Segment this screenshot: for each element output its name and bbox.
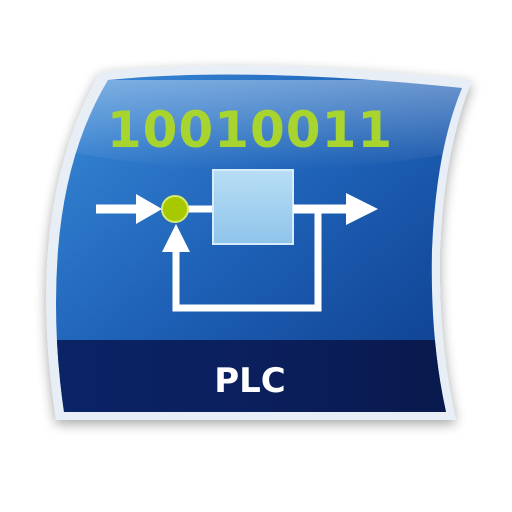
input-arrow-icon: [96, 194, 162, 224]
summing-node: [161, 195, 189, 223]
process-block: [212, 169, 294, 245]
feedback-loop: [172, 209, 322, 312]
caption-band: [56, 340, 462, 413]
plc-caption: PLC: [214, 361, 286, 401]
feedback-arrow-icon: [162, 224, 190, 252]
binary-label: 10010011: [107, 101, 393, 159]
panel-shine: [60, 80, 462, 170]
